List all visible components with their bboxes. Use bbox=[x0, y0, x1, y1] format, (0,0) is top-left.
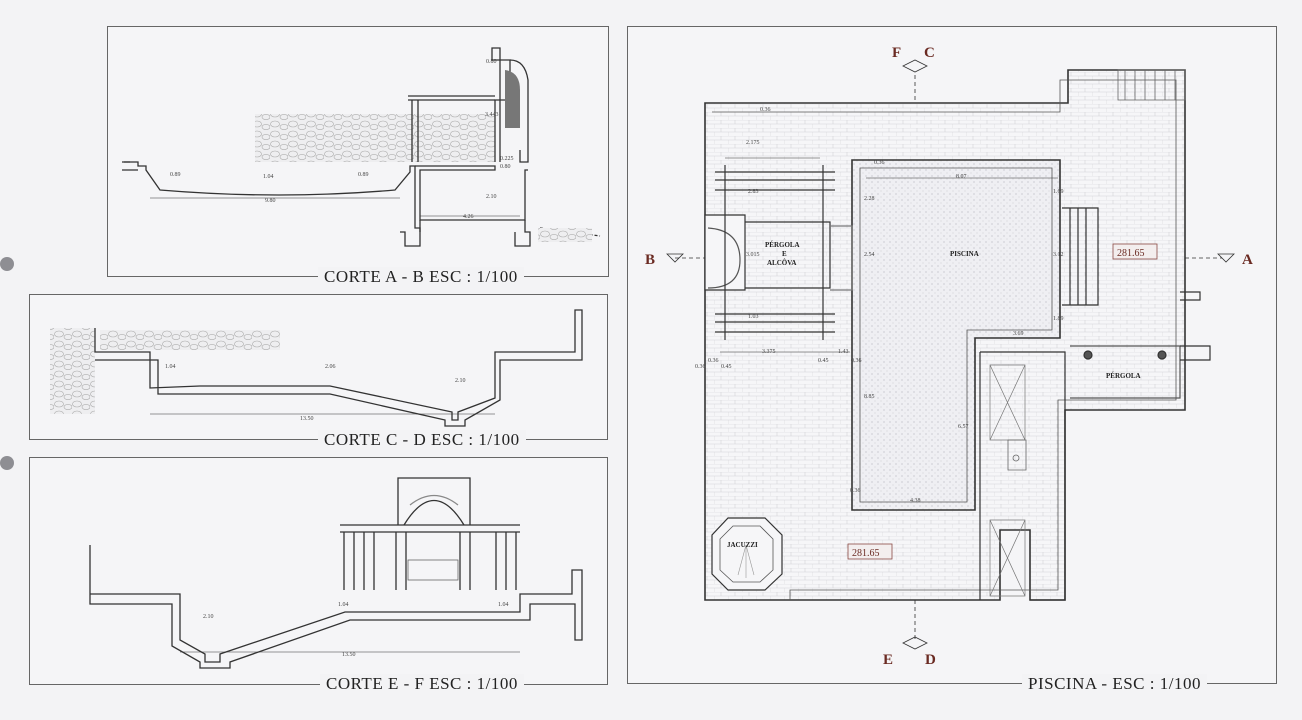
binder-hole bbox=[0, 257, 14, 271]
section-cd-frame bbox=[29, 294, 608, 440]
plan-dims: 0.36 2.175 2.83 0.36 8.07 1.69 2.28 3.01… bbox=[695, 107, 1064, 504]
svg-text:0.80: 0.80 bbox=[486, 59, 497, 65]
svg-text:2.175: 2.175 bbox=[746, 140, 760, 146]
svg-text:2.10: 2.10 bbox=[455, 378, 466, 384]
plan-markers: F C B A E D bbox=[645, 45, 1253, 668]
svg-text:13.50: 13.50 bbox=[300, 416, 314, 422]
svg-text:JACUZZI: JACUZZI bbox=[727, 541, 758, 549]
svg-text:1.89: 1.89 bbox=[1053, 316, 1064, 322]
section-cd-dims: 1.04 2.06 2.10 13.50 bbox=[165, 364, 466, 422]
binder-hole bbox=[0, 456, 14, 470]
svg-text:1.04: 1.04 bbox=[498, 602, 509, 608]
svg-text:3.443: 3.443 bbox=[485, 112, 499, 118]
svg-text:281.65: 281.65 bbox=[1117, 248, 1145, 259]
section-cd-drawing bbox=[50, 309, 583, 427]
svg-text:4.38: 4.38 bbox=[910, 498, 921, 504]
svg-text:13.50: 13.50 bbox=[342, 652, 356, 658]
svg-text:1.69: 1.69 bbox=[1053, 189, 1064, 195]
section-ef-frame bbox=[29, 457, 608, 685]
svg-text:9.80: 9.80 bbox=[265, 198, 276, 204]
svg-text:0.36: 0.36 bbox=[874, 160, 885, 166]
svg-text:E: E bbox=[782, 250, 787, 258]
svg-text:3.015: 3.015 bbox=[746, 252, 760, 258]
svg-text:0.45: 0.45 bbox=[818, 358, 829, 364]
svg-text:2.06: 2.06 bbox=[325, 364, 336, 370]
svg-text:2.54: 2.54 bbox=[864, 252, 875, 258]
svg-text:B: B bbox=[645, 252, 655, 268]
svg-text:ALCÔVA: ALCÔVA bbox=[767, 259, 796, 267]
svg-text:0.36: 0.36 bbox=[851, 358, 862, 364]
svg-text:PISCINA: PISCINA bbox=[950, 250, 979, 258]
svg-text:2.10: 2.10 bbox=[203, 614, 214, 620]
svg-text:0.89: 0.89 bbox=[358, 172, 369, 178]
svg-text:0.80: 0.80 bbox=[500, 164, 511, 170]
svg-text:C: C bbox=[924, 45, 935, 61]
section-ab-title: CORTE A - B ESC : 1/100 bbox=[318, 267, 524, 287]
svg-text:8.85: 8.85 bbox=[864, 394, 875, 400]
svg-text:1.04: 1.04 bbox=[263, 174, 274, 180]
section-ef-drawing bbox=[89, 477, 583, 669]
plan-drawing bbox=[666, 59, 1235, 650]
svg-text:1.03: 1.03 bbox=[748, 314, 759, 320]
plan-title: PISCINA - ESC : 1/100 bbox=[1022, 674, 1207, 694]
section-ab-drawing bbox=[122, 47, 601, 247]
svg-text:1.04: 1.04 bbox=[338, 602, 349, 608]
svg-text:4.26: 4.26 bbox=[463, 214, 474, 220]
svg-text:E: E bbox=[883, 652, 893, 668]
svg-text:A: A bbox=[1242, 252, 1253, 268]
svg-text:D: D bbox=[925, 652, 936, 668]
svg-text:0.36: 0.36 bbox=[760, 107, 771, 113]
section-cd-title: CORTE C - D ESC : 1/100 bbox=[318, 430, 526, 450]
svg-text:PÉRGOLA: PÉRGOLA bbox=[1106, 372, 1141, 380]
svg-text:F: F bbox=[892, 45, 901, 61]
svg-text:0.225: 0.225 bbox=[500, 156, 514, 162]
svg-text:8.07: 8.07 bbox=[956, 174, 967, 180]
svg-text:0.36: 0.36 bbox=[695, 364, 706, 370]
svg-text:0.45: 0.45 bbox=[721, 364, 732, 370]
svg-text:3.69: 3.69 bbox=[1013, 331, 1024, 337]
svg-text:2.10: 2.10 bbox=[486, 194, 497, 200]
svg-text:6.57: 6.57 bbox=[958, 424, 969, 430]
section-ef-dims: 2.10 1.04 1.04 13.50 bbox=[203, 602, 509, 658]
svg-text:2.28: 2.28 bbox=[864, 196, 875, 202]
svg-text:0.36: 0.36 bbox=[708, 358, 719, 364]
plan-levels: 281.65 281.65 bbox=[847, 243, 1158, 560]
svg-text:0.36: 0.36 bbox=[850, 488, 861, 494]
section-ef-title: CORTE E - F ESC : 1/100 bbox=[320, 674, 524, 694]
svg-text:1.04: 1.04 bbox=[165, 364, 176, 370]
svg-text:2.83: 2.83 bbox=[748, 189, 759, 195]
svg-text:0.89: 0.89 bbox=[170, 172, 181, 178]
section-ab-dims: 0.80 3.443 0.225 0.80 0.89 1.04 0.89 9.8… bbox=[170, 59, 514, 220]
svg-text:3.12: 3.12 bbox=[1053, 252, 1064, 258]
svg-text:3.375: 3.375 bbox=[762, 349, 776, 355]
svg-text:281.65: 281.65 bbox=[852, 548, 880, 559]
svg-text:1.43: 1.43 bbox=[838, 349, 849, 355]
plan-labels: PÉRGOLA E ALCÔVA PISCINA PÉRGOLA JACUZZI bbox=[727, 241, 1141, 549]
svg-text:PÉRGOLA: PÉRGOLA bbox=[765, 241, 800, 249]
